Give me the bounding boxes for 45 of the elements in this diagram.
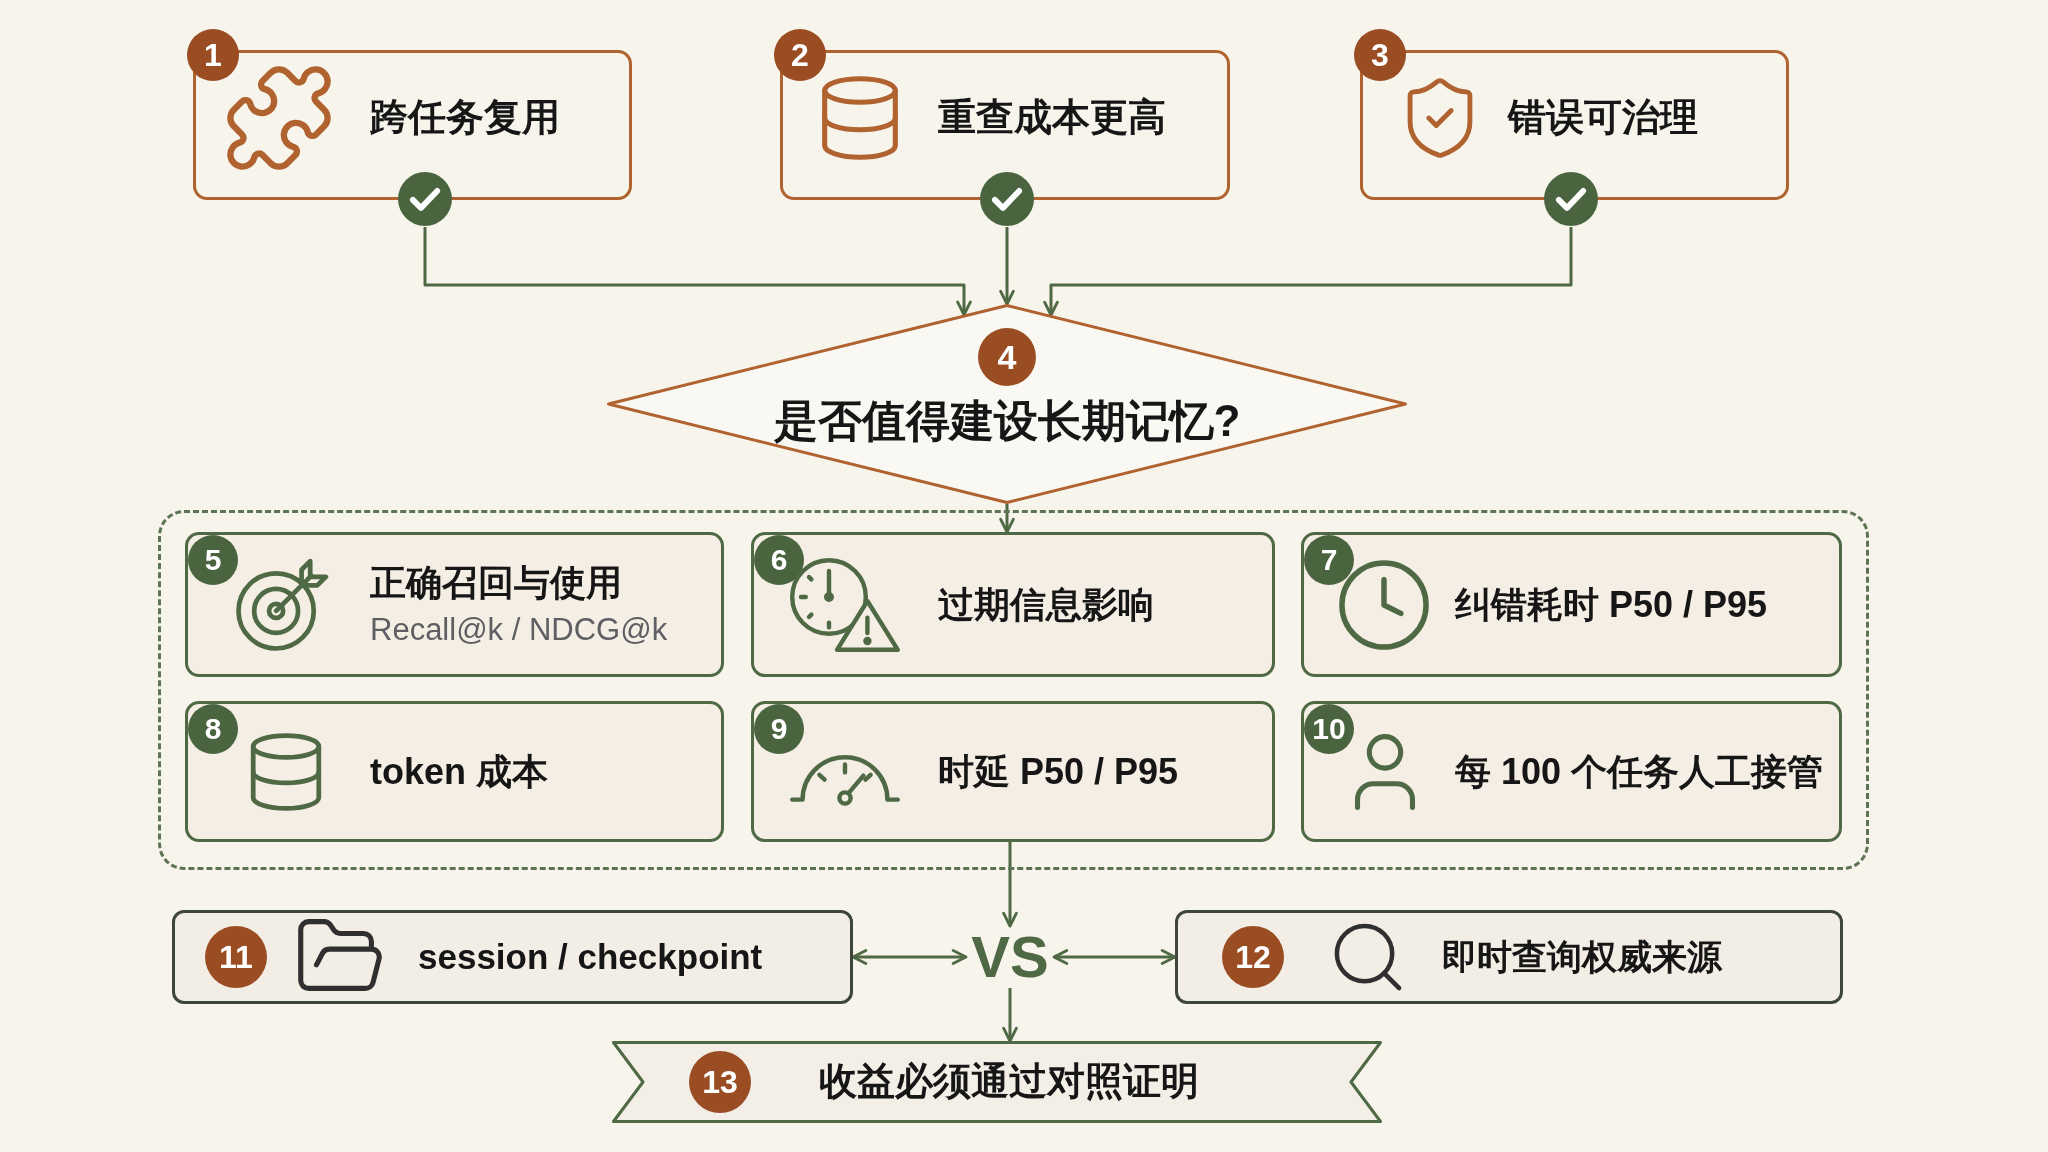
dashed-group-frame (158, 510, 1869, 870)
double-arrow (851, 949, 968, 965)
metric-card (185, 532, 724, 677)
arrow (1002, 988, 1018, 1043)
metric-label: token 成本 (370, 750, 548, 794)
step-number-badge: 8 (188, 704, 238, 754)
metric-card (1301, 532, 1842, 677)
step-number-badge: 6 (754, 535, 804, 585)
step-number-badge: 5 (188, 535, 238, 585)
step-number-badge: 11 (205, 926, 267, 988)
card-title: 重查成本更高 (938, 95, 1166, 141)
metric-label: 每 100 个任务人工接管 (1455, 750, 1824, 794)
metric-label: 过期信息影响 (938, 583, 1154, 627)
metric-label: 正确召回与使用 (370, 560, 623, 605)
option-card (1175, 910, 1843, 1004)
metric-label: 纠错耗时 P50 / P95 (1455, 583, 1768, 627)
step-number-badge: 1 (187, 29, 239, 81)
step-number-badge: 12 (1222, 926, 1284, 988)
step-number-badge: 10 (1304, 704, 1354, 754)
conclusion-text: 收益必须通过对照证明 (819, 1059, 1199, 1105)
arrow (423, 227, 972, 317)
step-number-badge: 2 (774, 29, 826, 81)
metric-card (1301, 701, 1842, 842)
metric-formula: Recall@k / NDCG@k (370, 610, 668, 649)
double-arrow (1052, 949, 1177, 965)
arrow (999, 227, 1015, 306)
step-number-badge: 9 (754, 704, 804, 754)
arrow (999, 504, 1015, 534)
metric-card (751, 701, 1275, 842)
versus-text: VS (971, 928, 1049, 986)
option-card (172, 910, 853, 1004)
metric-label: 时延 P50 / P95 (938, 750, 1179, 794)
step-number-badge: 3 (1354, 29, 1406, 81)
card-title: 错误可治理 (1508, 95, 1698, 141)
metric-card (185, 701, 724, 842)
decision-diamond (607, 304, 1407, 504)
card-title: 跨任务复用 (370, 95, 560, 141)
decision-question: 是否值得建设长期记忆? (773, 394, 1241, 447)
step-number-badge: 7 (1304, 535, 1354, 585)
metric-card (751, 532, 1275, 677)
ribbon-banner (612, 1041, 1382, 1123)
option-label: session / checkpoint (418, 936, 763, 979)
option-label: 即时查询权威来源 (1442, 936, 1722, 979)
arrow (1043, 227, 1573, 317)
arrow (1002, 842, 1018, 928)
